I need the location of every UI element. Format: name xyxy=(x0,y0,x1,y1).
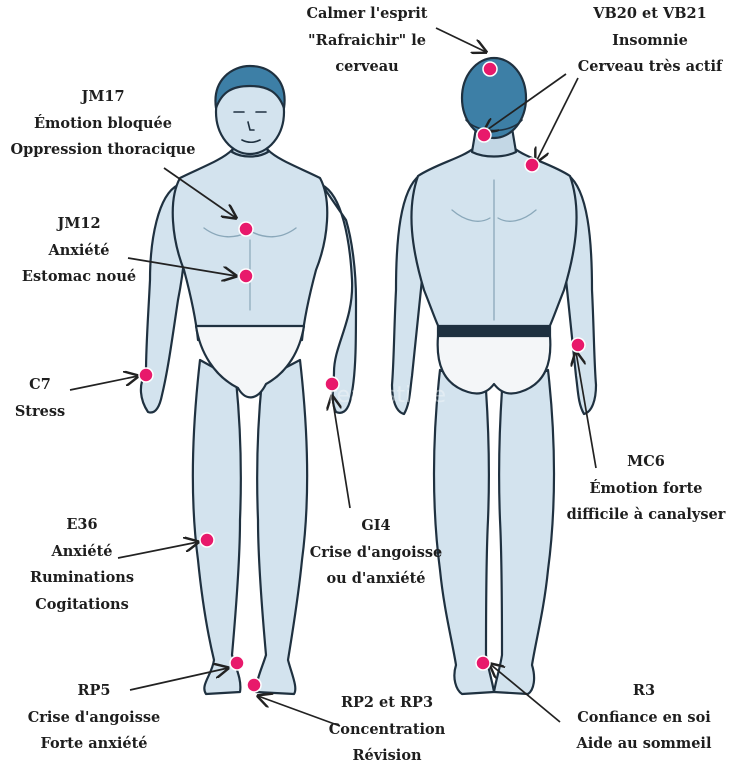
rp5-line-3: Forte anxiété xyxy=(40,735,148,752)
front-hair xyxy=(214,64,286,110)
arrow-vb20-a xyxy=(484,73,567,132)
e36-line-1: E36 xyxy=(66,516,98,533)
point-jm17 xyxy=(238,221,254,237)
c7-line-2: Stress xyxy=(14,402,66,420)
acupressure-points xyxy=(138,61,586,693)
mc6-line-3: difficile à canalyser xyxy=(566,506,726,523)
arrow-c7 xyxy=(69,376,138,391)
arrow-r3 xyxy=(490,664,561,723)
arrow-gi4 xyxy=(332,396,351,509)
point-vb20 xyxy=(476,127,492,143)
label-e36: E36 Anxiété Ruminations Cogitations xyxy=(14,512,150,618)
e36-line-3: Ruminations xyxy=(30,569,134,586)
back-head xyxy=(460,56,528,140)
back-underwear xyxy=(436,334,552,395)
front-underwear xyxy=(194,324,306,399)
rp2-line-3: Révision xyxy=(352,747,422,764)
point-r3 xyxy=(475,655,491,671)
jm17-line-2: Émotion bloquée xyxy=(34,114,172,132)
r3-line-3: Aide au sommeil xyxy=(576,735,712,752)
point-jm12 xyxy=(238,268,254,284)
arrow-vb20-b xyxy=(536,77,579,162)
point-gi4 xyxy=(324,376,340,392)
c7-line-1: C7 xyxy=(29,376,51,393)
label-c7: C7 Stress xyxy=(10,372,70,425)
arrow-jm12 xyxy=(127,257,236,276)
jm17-line-1: JM17 xyxy=(81,88,125,105)
label-jm12: JM12 Anxiété Estomac noué xyxy=(4,211,154,291)
arrow-jm17 xyxy=(163,167,236,218)
label-jm17: JM17 Émotion bloquée Oppression thoraciq… xyxy=(4,84,202,164)
point-rp2 xyxy=(246,677,262,693)
point-vb21 xyxy=(524,157,540,173)
point-mc6 xyxy=(570,337,586,353)
r3-line-2: Confiance en soi xyxy=(577,708,711,726)
arrow-mc6 xyxy=(576,352,597,469)
vb20-line-1: VB20 et VB21 xyxy=(593,5,707,22)
gi4-line-3: ou d'anxiété xyxy=(326,570,426,587)
label-mc6: MC6 Émotion forte difficile à canalyser xyxy=(556,449,736,529)
r3-line-1: R3 xyxy=(632,682,656,699)
rp2-line-2: Concentration xyxy=(328,720,446,738)
e36-line-2: Anxiété xyxy=(51,542,113,560)
rp2-line-1: RP2 et RP3 xyxy=(340,694,434,711)
front-right-arm xyxy=(320,183,358,414)
back-waistband xyxy=(436,324,552,338)
back-body-figure xyxy=(390,56,598,696)
jm17-line-3: Oppression thoracique xyxy=(10,141,196,158)
gi4-line-2: Crise d'angoisse xyxy=(309,543,443,561)
back-left-leg xyxy=(432,368,496,696)
jm12-line-1: JM12 xyxy=(57,215,101,232)
mc6-line-2: Émotion forte xyxy=(589,479,703,497)
gi4-line-1: GI4 xyxy=(361,517,391,534)
front-right-leg xyxy=(254,358,309,696)
arrow-rp5 xyxy=(129,668,228,691)
point-rp5 xyxy=(229,655,245,671)
label-calmer: Calmer l'esprit "Rafraichir" le cerveau xyxy=(282,1,452,81)
label-vb20-vb21: VB20 et VB21 Insomnie Cerveau très actif xyxy=(558,1,742,81)
vb20-line-3: Cerveau très actif xyxy=(577,58,723,75)
front-body-figure xyxy=(139,64,358,696)
label-rp2-rp3: RP2 et RP3 Concentration Révision xyxy=(312,690,462,770)
rp5-line-2: Crise d'angoisse xyxy=(27,708,161,726)
arrow-calmer xyxy=(435,27,486,52)
jm12-line-2: Anxiété xyxy=(48,241,110,259)
calmer-line-2: "Rafraichir" le xyxy=(308,31,426,49)
back-right-leg xyxy=(492,368,556,696)
pointer-arrows xyxy=(69,27,597,727)
arrow-rp2 xyxy=(258,696,341,727)
label-r3: R3 Confiance en soi Aide au sommeil xyxy=(564,678,724,758)
vb20-line-2: Insomnie xyxy=(612,31,688,49)
point-c7 xyxy=(138,367,154,383)
calmer-line-3: cerveau xyxy=(335,58,399,75)
watermark: dreamstime xyxy=(314,383,446,408)
jm12-line-3: Estomac noué xyxy=(21,268,137,285)
calmer-line-1: Calmer l'esprit xyxy=(306,5,428,22)
rp5-line-1: RP5 xyxy=(77,682,111,699)
point-calmer xyxy=(482,61,498,77)
label-rp5: RP5 Crise d'angoisse Forte anxiété xyxy=(14,678,174,758)
arrow-e36 xyxy=(117,542,198,559)
e36-line-4: Cogitations xyxy=(35,595,129,613)
front-left-leg xyxy=(191,358,242,696)
label-gi4: GI4 Crise d'angoisse ou d'anxiété xyxy=(296,513,456,593)
point-e36 xyxy=(199,532,215,548)
mc6-line-1: MC6 xyxy=(627,453,665,470)
